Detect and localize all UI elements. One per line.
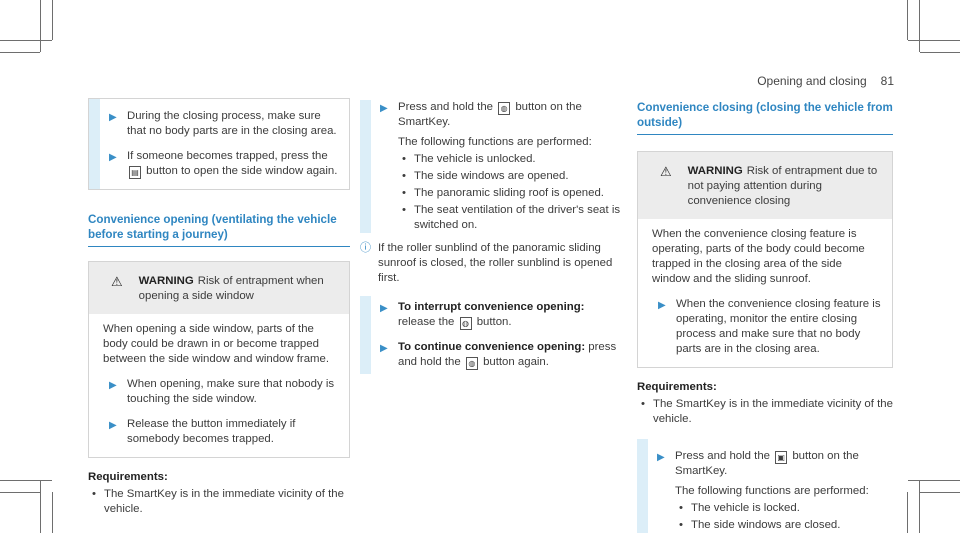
crop-mark <box>0 480 52 481</box>
page-header: Opening and closing 81 <box>757 74 894 88</box>
steps-box: ▶ During the closing process, make sure … <box>88 98 350 190</box>
crop-mark <box>0 52 40 53</box>
warning-body: When the convenience closing feature is … <box>638 219 892 297</box>
warning-text: Risk of entrapment due to not paying att… <box>687 165 878 207</box>
list-item: The vehicle is locked. <box>675 501 893 516</box>
unlock-key-icon: ◍ <box>498 102 511 115</box>
functions-intro: The following functions are performed: <box>675 485 869 497</box>
section-heading: Convenience opening (ventilating the veh… <box>88 212 350 247</box>
crop-mark <box>40 480 41 533</box>
step-item: ▶ When opening, make sure that nobody is… <box>109 378 335 405</box>
crop-mark <box>40 0 41 52</box>
crop-mark <box>907 492 908 533</box>
functions-list: The vehicle is unlocked. The side window… <box>398 152 622 233</box>
warning-label: WARNING <box>687 165 743 177</box>
steps-block: ▶ Press and hold the ◍ button on the Sma… <box>360 100 622 233</box>
crop-mark <box>52 0 53 40</box>
step-item: ▶ When the convenience closing feature i… <box>658 298 881 355</box>
crop-mark <box>907 0 908 40</box>
crop-mark <box>920 492 960 493</box>
step-bar <box>360 100 371 233</box>
section-title: Opening and closing <box>757 74 867 88</box>
step-item: ▶ Press and hold the ▣ button on the Sma… <box>649 449 893 533</box>
step-arrow-icon: ▶ <box>380 103 388 114</box>
step-arrow-icon: ▶ <box>109 112 117 123</box>
unlock-key-icon: ◍ <box>465 357 478 370</box>
steps-block: ▶ To interrupt convenience opening: rele… <box>360 296 622 374</box>
warning-description: When opening a side window, parts of the… <box>103 323 330 365</box>
step-item: ▶ If someone becomes trapped, press the … <box>109 150 338 179</box>
list-item: The side windows are closed. <box>675 518 893 533</box>
list-item: The SmartKey is in the immediate vicinit… <box>637 397 893 427</box>
warning-triangle-icon: ⚠ <box>111 274 123 289</box>
list-item: The SmartKey is in the immediate vicinit… <box>88 487 350 517</box>
crop-mark <box>908 480 960 481</box>
column-left: ▶ During the closing process, make sure … <box>88 98 350 519</box>
step-arrow-icon: ▶ <box>109 420 117 431</box>
info-note: ⓘ If the roller sunblind of the panorami… <box>360 242 613 284</box>
column-right: Convenience closing (closing the vehicle… <box>637 100 893 535</box>
step-bar <box>637 439 648 533</box>
window-button-icon: ▤ <box>129 166 141 179</box>
step-arrow-icon: ▶ <box>380 343 388 354</box>
list-item: The vehicle is unlocked. <box>398 152 622 167</box>
lock-key-icon: ▣ <box>775 451 788 464</box>
list-item: The side windows are opened. <box>398 169 622 184</box>
crop-mark <box>920 52 960 53</box>
warning-text: Risk of entrapment when opening a side w… <box>138 275 324 302</box>
step-bar <box>89 99 100 189</box>
functions-list: The vehicle is locked. The side windows … <box>675 501 893 533</box>
section-heading: Convenience closing (closing the vehicle… <box>637 100 893 135</box>
steps-block: ▶ Press and hold the ▣ button on the Sma… <box>637 439 893 533</box>
step-arrow-icon: ▶ <box>109 380 117 391</box>
step-arrow-icon: ▶ <box>658 300 666 311</box>
step-arrow-icon: ▶ <box>109 152 117 163</box>
warning-steps: ▶ When the convenience closing feature i… <box>638 297 892 367</box>
requirements: Requirements: The SmartKey is in the imm… <box>637 380 893 427</box>
step-item: ▶ Release the button immediately if some… <box>109 418 296 445</box>
list-item: The panoramic sliding roof is opened. <box>398 186 622 201</box>
step-bar <box>360 296 371 374</box>
unlock-key-icon: ◍ <box>459 317 472 330</box>
crop-mark <box>919 480 920 533</box>
step-item: ▶ To interrupt convenience opening: rele… <box>380 301 585 330</box>
crop-mark <box>52 492 53 533</box>
step-arrow-icon: ▶ <box>657 452 665 463</box>
list-item: The seat ventilation of the driver's sea… <box>398 203 622 233</box>
warning-label: WARNING <box>138 275 194 287</box>
info-icon: ⓘ <box>360 242 371 254</box>
step-arrow-icon: ▶ <box>380 303 388 314</box>
column-middle: ▶ Press and hold the ◍ button on the Sma… <box>360 100 622 374</box>
requirements-title: Requirements: <box>88 471 168 483</box>
functions-intro: The following functions are performed: <box>398 136 592 148</box>
requirements: Requirements: The SmartKey is in the imm… <box>88 470 350 517</box>
requirements-title: Requirements: <box>637 381 717 393</box>
page-number: 81 <box>880 74 894 88</box>
crop-mark <box>908 40 960 41</box>
warning-triangle-icon: ⚠ <box>660 164 672 179</box>
step-item: ▶ Press and hold the ◍ button on the Sma… <box>372 100 622 233</box>
warning-body: When opening a side window, parts of the… <box>89 314 349 377</box>
warning-description: When the convenience closing feature is … <box>652 228 865 285</box>
crop-mark <box>0 492 40 493</box>
step-item: ▶ To continue convenience opening: press… <box>380 341 617 370</box>
step-item: ▶ During the closing process, make sure … <box>109 110 337 137</box>
crop-mark <box>919 0 920 52</box>
requirements-list: The SmartKey is in the immediate vicinit… <box>88 487 350 517</box>
crop-mark <box>0 40 52 41</box>
warning-steps: ▶ When opening, make sure that nobody is… <box>89 377 349 457</box>
requirements-list: The SmartKey is in the immediate vicinit… <box>637 397 893 427</box>
